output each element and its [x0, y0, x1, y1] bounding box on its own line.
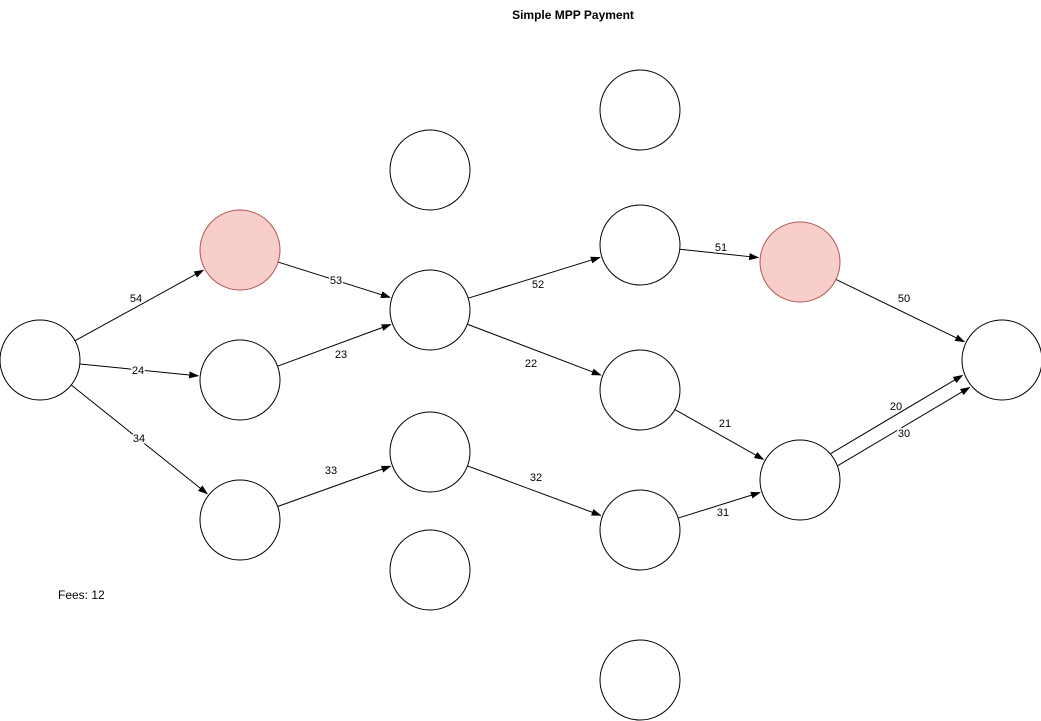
- edge-label-24: 24: [132, 365, 144, 377]
- edge-label-31: 31: [717, 507, 729, 519]
- node-sender: [0, 319, 81, 401]
- edge-32: [467, 465, 602, 516]
- edge-label-53: 53: [330, 275, 342, 287]
- edge-label-50: 50: [898, 293, 910, 305]
- edge-31: [678, 491, 761, 519]
- node-p5-hop2: [599, 204, 681, 286]
- edge-20: [830, 374, 964, 454]
- node-hub-right: [759, 439, 841, 521]
- node-iso-2: [389, 529, 471, 611]
- edge-30: [837, 386, 971, 467]
- node-p5-hop3: [759, 221, 841, 303]
- edge-label-32: 32: [530, 472, 542, 484]
- node-iso-1: [389, 129, 471, 211]
- edge-23: [277, 324, 392, 367]
- edge-label-52: 52: [532, 279, 544, 291]
- node-iso-3: [599, 69, 681, 151]
- node-p3-hop3: [599, 489, 681, 571]
- edge-label-51: 51: [715, 242, 727, 254]
- node-iso-4: [599, 639, 681, 721]
- edge-52: [468, 256, 601, 299]
- node-p3-hop2: [389, 411, 471, 493]
- edge-53: [277, 261, 391, 298]
- edge-label-30: 30: [898, 428, 910, 440]
- edge-54: [74, 269, 205, 342]
- edge-51: [679, 248, 760, 261]
- edge-33: [277, 465, 392, 507]
- edge-label-34: 34: [133, 433, 145, 445]
- node-p2-hop1: [199, 339, 281, 421]
- node-hub-mid: [389, 269, 471, 351]
- edge-label-33: 33: [325, 465, 337, 477]
- fees-label: Fees: 12: [58, 588, 105, 602]
- node-p3-hop1: [199, 479, 281, 561]
- edge-label-20: 20: [890, 401, 902, 413]
- edge-24: [79, 363, 200, 379]
- edge-label-54: 54: [130, 293, 142, 305]
- edge-50: [835, 279, 966, 343]
- edge-21: [674, 409, 765, 460]
- edge-34: [70, 384, 208, 495]
- node-p2-hop2: [599, 349, 681, 431]
- edge-22: [467, 323, 602, 376]
- diagram-title: Simple MPP Payment: [512, 8, 634, 22]
- edge-label-21: 21: [719, 418, 731, 430]
- node-p5-hop1: [199, 209, 281, 291]
- edge-label-23: 23: [335, 349, 347, 361]
- node-receiver: [961, 319, 1041, 401]
- edge-label-22: 22: [525, 358, 537, 370]
